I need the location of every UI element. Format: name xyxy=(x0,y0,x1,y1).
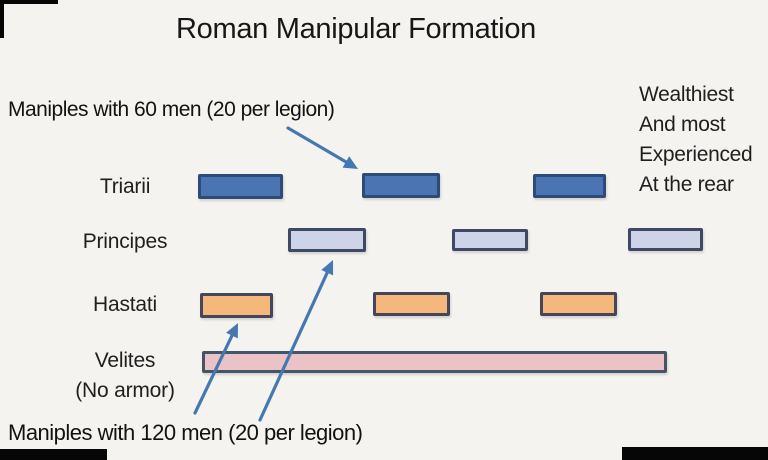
row-label-principes: Principes xyxy=(82,230,168,253)
triarii-maniple-2 xyxy=(362,173,440,198)
scan-edge-bottom-right xyxy=(622,447,768,460)
annotation-60-men: Maniples with 60 men (20 per legion) xyxy=(8,98,335,121)
principes-maniple-3 xyxy=(628,228,703,251)
right-note-line-4: At the rear xyxy=(639,173,734,196)
hastati-maniple-3 xyxy=(540,292,617,316)
velites-line xyxy=(202,351,667,373)
scan-edge-top-left-h xyxy=(0,0,58,4)
arrow-to-principes xyxy=(258,260,334,422)
row-label-triarii: Triarii xyxy=(99,175,151,198)
right-note-line-3: Experienced xyxy=(639,143,753,166)
slide-title: Roman Manipular Formation xyxy=(176,13,536,45)
right-note: Wealthiest And most Experienced At the r… xyxy=(639,80,753,200)
hastati-maniple-1 xyxy=(200,293,273,318)
row-label-velites-sub: (No armor) xyxy=(75,379,175,402)
arrow-to-triarii xyxy=(286,126,358,169)
row-label-velites: Velites xyxy=(94,349,156,372)
scan-edge-bottom-left xyxy=(0,449,107,460)
right-note-line-2: And most xyxy=(639,113,726,136)
triarii-maniple-1 xyxy=(198,174,283,199)
hastati-maniple-2 xyxy=(373,292,450,316)
triarii-maniple-3 xyxy=(533,174,606,198)
principes-maniple-2 xyxy=(452,229,528,251)
scan-edge-top-left-v xyxy=(0,0,4,38)
row-label-hastati: Hastati xyxy=(93,293,157,316)
right-note-line-1: Wealthiest xyxy=(639,83,734,106)
annotation-120-men: Maniples with 120 men (20 per legion) xyxy=(8,420,363,445)
principes-maniple-1 xyxy=(288,228,366,252)
